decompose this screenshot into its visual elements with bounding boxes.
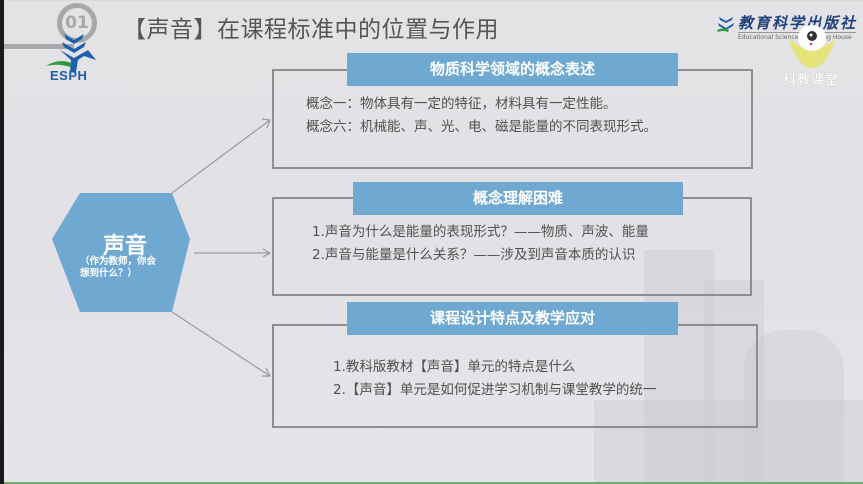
center-hexagon [52, 193, 190, 312]
background-building [594, 400, 863, 482]
slide-title: 【声音】在课程标准中的位置与作用 [123, 17, 499, 43]
concept-box-3 [272, 324, 758, 428]
mascot-label: 科教课堂 [783, 73, 840, 88]
background-building [644, 250, 714, 482]
background-building [704, 280, 764, 482]
publisher-name-en: Educational Science Publishing House [738, 32, 856, 41]
bottom-edge-line [4, 482, 863, 484]
concept-box-2-line-1: 1.声音为什么是能量的表现形式？——物质、声波、能量 [312, 224, 649, 240]
concept-box-1-line-2: 概念六：机械能、声、光、电、磁是能量的不同表现形式。 [306, 119, 657, 135]
concept-box-3-line-2: 2.【声音】单元是如何促进学习机制与课堂教学的统一 [333, 382, 657, 398]
publisher-name-cn: 教育科学出版社 [738, 14, 858, 32]
concept-box-2-line-2: 2.声音与能量是什么关系？——涉及到声音本质的认识 [312, 247, 636, 263]
center-node-subtitle-line1: （作为教师，你会 [80, 256, 157, 267]
center-node-subtitle-line2: 想到什么？） [80, 268, 138, 279]
background-building [744, 330, 844, 482]
esph-logo-text: ESPH [50, 68, 88, 83]
concept-box-1-line-1: 概念一：物体具有一定的特征，材料具有一定性能。 [306, 96, 617, 112]
center-node-title: 声音 [102, 234, 147, 259]
concept-box-2-header: 概念理解困难 [353, 182, 683, 215]
publisher-logo-icon [717, 17, 734, 32]
concept-box-3-header: 课程设计特点及教学应对 [347, 302, 678, 335]
concept-box-1-header: 物质科学领域的概念表述 [347, 53, 678, 86]
concept-box-3-line-1: 1.教科版教材【声音】单元的特点是什么 [333, 359, 576, 375]
center-node-subtitle: （作为教师，你会 想到什么？） [80, 256, 180, 280]
top-edge-line [4, 0, 863, 1]
mascot-icon [788, 25, 836, 68]
title-accent-bar [4, 44, 74, 49]
esph-logo-icon [46, 34, 96, 72]
